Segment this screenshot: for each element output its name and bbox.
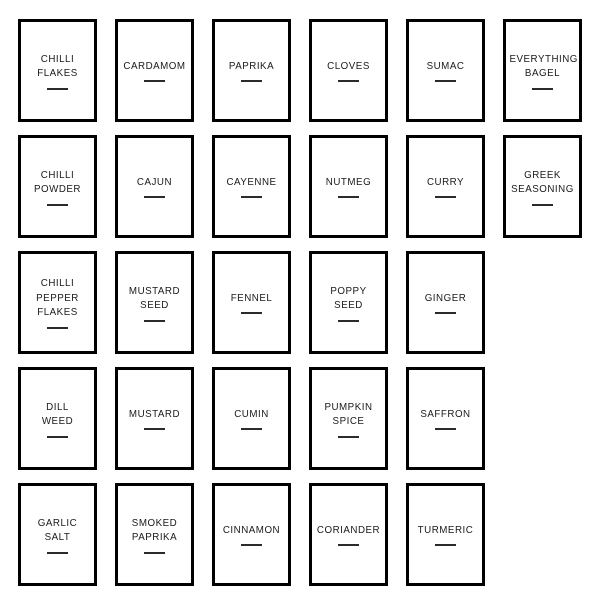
spice-label-cardamom[interactable]: CARDAMOM <box>115 19 194 122</box>
spice-label-text: CORIANDER <box>316 523 381 536</box>
label-divider-rule <box>532 203 553 206</box>
spice-label-text: POPPY SEED <box>330 284 367 312</box>
label-divider-rule <box>435 428 456 431</box>
spice-label-text: GINGER <box>424 291 467 304</box>
label-divider-rule <box>435 196 456 199</box>
spice-label-fennel[interactable]: FENNEL <box>212 251 291 354</box>
spice-label-cinnamon[interactable]: CINNAMON <box>212 483 291 586</box>
spice-label-garlic-salt[interactable]: GARLIC SALT <box>18 483 97 586</box>
spice-label-dill-weed[interactable]: DILL WEED <box>18 367 97 470</box>
label-divider-rule <box>532 87 553 90</box>
spice-label-text: GARLIC SALT <box>37 516 78 544</box>
label-divider-rule <box>47 326 68 329</box>
label-slot-empty <box>503 251 582 354</box>
label-divider-rule <box>338 196 359 199</box>
spice-label-text: CURRY <box>426 175 465 188</box>
spice-label-cayenne[interactable]: CAYENNE <box>212 135 291 238</box>
spice-label-text: CAJUN <box>136 175 173 188</box>
spice-label-pumpkin-spice[interactable]: PUMPKIN SPICE <box>309 367 388 470</box>
label-divider-rule <box>47 435 68 438</box>
spice-label-mustard-seed[interactable]: MUSTARD SEED <box>115 251 194 354</box>
label-divider-rule <box>435 80 456 83</box>
spice-label-sumac[interactable]: SUMAC <box>406 19 485 122</box>
spice-label-text: SAFFRON <box>420 407 471 420</box>
spice-label-curry[interactable]: CURRY <box>406 135 485 238</box>
spice-label-text: NUTMEG <box>325 175 372 188</box>
spice-label-smoked-paprika[interactable]: SMOKED PAPRIKA <box>115 483 194 586</box>
label-divider-rule <box>241 312 262 315</box>
label-divider-rule <box>144 319 165 322</box>
spice-label-text: DILL WEED <box>41 400 74 428</box>
spice-label-chilli-powder[interactable]: CHILLI POWDER <box>18 135 97 238</box>
label-divider-rule <box>144 551 165 554</box>
label-divider-rule <box>47 203 68 206</box>
label-grid: CHILLI FLAKES CARDAMOM PAPRIKA CLOVES SUMAC E… <box>18 19 582 586</box>
label-divider-rule <box>241 428 262 431</box>
spice-label-cajun[interactable]: CAJUN <box>115 135 194 238</box>
label-divider-rule <box>338 435 359 438</box>
spice-label-text: CARDAMOM <box>123 59 186 72</box>
spice-label-chilli-pepper-flakes[interactable]: CHILLI PEPPER FLAKES <box>18 251 97 354</box>
spice-label-greek-seasoning[interactable]: GREEK SEASONING <box>503 135 582 238</box>
label-slot-empty <box>503 483 582 586</box>
label-divider-rule <box>144 196 165 199</box>
label-divider-rule <box>338 80 359 83</box>
spice-label-text: CHILLI POWDER <box>33 168 82 196</box>
label-divider-rule <box>435 544 456 547</box>
label-divider-rule <box>338 319 359 322</box>
spice-label-turmeric[interactable]: TURMERIC <box>406 483 485 586</box>
spice-label-text: CHILLI PEPPER FLAKES <box>36 277 79 319</box>
label-divider-rule <box>338 544 359 547</box>
label-divider-rule <box>241 544 262 547</box>
label-divider-rule <box>241 80 262 83</box>
spice-label-text: TURMERIC <box>417 523 474 536</box>
label-divider-rule <box>435 312 456 315</box>
spice-label-text: PAPRIKA <box>228 59 275 72</box>
label-divider-rule <box>241 196 262 199</box>
spice-label-chilli-flakes[interactable]: CHILLI FLAKES <box>18 19 97 122</box>
label-divider-rule <box>144 428 165 431</box>
label-slot-empty <box>503 367 582 470</box>
spice-label-text: SUMAC <box>426 59 465 72</box>
spice-label-text: PUMPKIN SPICE <box>324 400 373 428</box>
spice-label-poppy-seed[interactable]: POPPY SEED <box>309 251 388 354</box>
spice-label-text: CHILLI FLAKES <box>37 52 78 80</box>
spice-label-text: CUMIN <box>234 407 269 420</box>
spice-label-paprika[interactable]: PAPRIKA <box>212 19 291 122</box>
spice-label-nutmeg[interactable]: NUTMEG <box>309 135 388 238</box>
spice-label-ginger[interactable]: GINGER <box>406 251 485 354</box>
spice-label-cloves[interactable]: CLOVES <box>309 19 388 122</box>
spice-label-everything-bagel[interactable]: EVERYTHING BAGEL <box>503 19 582 122</box>
spice-label-coriander[interactable]: CORIANDER <box>309 483 388 586</box>
spice-label-text: MUSTARD SEED <box>128 284 181 312</box>
spice-label-text: GREEK SEASONING <box>511 168 574 196</box>
spice-label-text: CAYENNE <box>226 175 277 188</box>
spice-label-text: FENNEL <box>230 291 273 304</box>
spice-label-text: CLOVES <box>327 59 370 72</box>
spice-label-mustard[interactable]: MUSTARD <box>115 367 194 470</box>
spice-label-text: MUSTARD <box>128 407 181 420</box>
spice-label-cumin[interactable]: CUMIN <box>212 367 291 470</box>
spice-label-text: EVERYTHING BAGEL <box>509 52 578 80</box>
spice-label-saffron[interactable]: SAFFRON <box>406 367 485 470</box>
label-divider-rule <box>47 551 68 554</box>
label-divider-rule <box>144 80 165 83</box>
spice-label-text: CINNAMON <box>222 523 281 536</box>
label-divider-rule <box>47 87 68 90</box>
spice-label-text: SMOKED PAPRIKA <box>131 516 178 544</box>
